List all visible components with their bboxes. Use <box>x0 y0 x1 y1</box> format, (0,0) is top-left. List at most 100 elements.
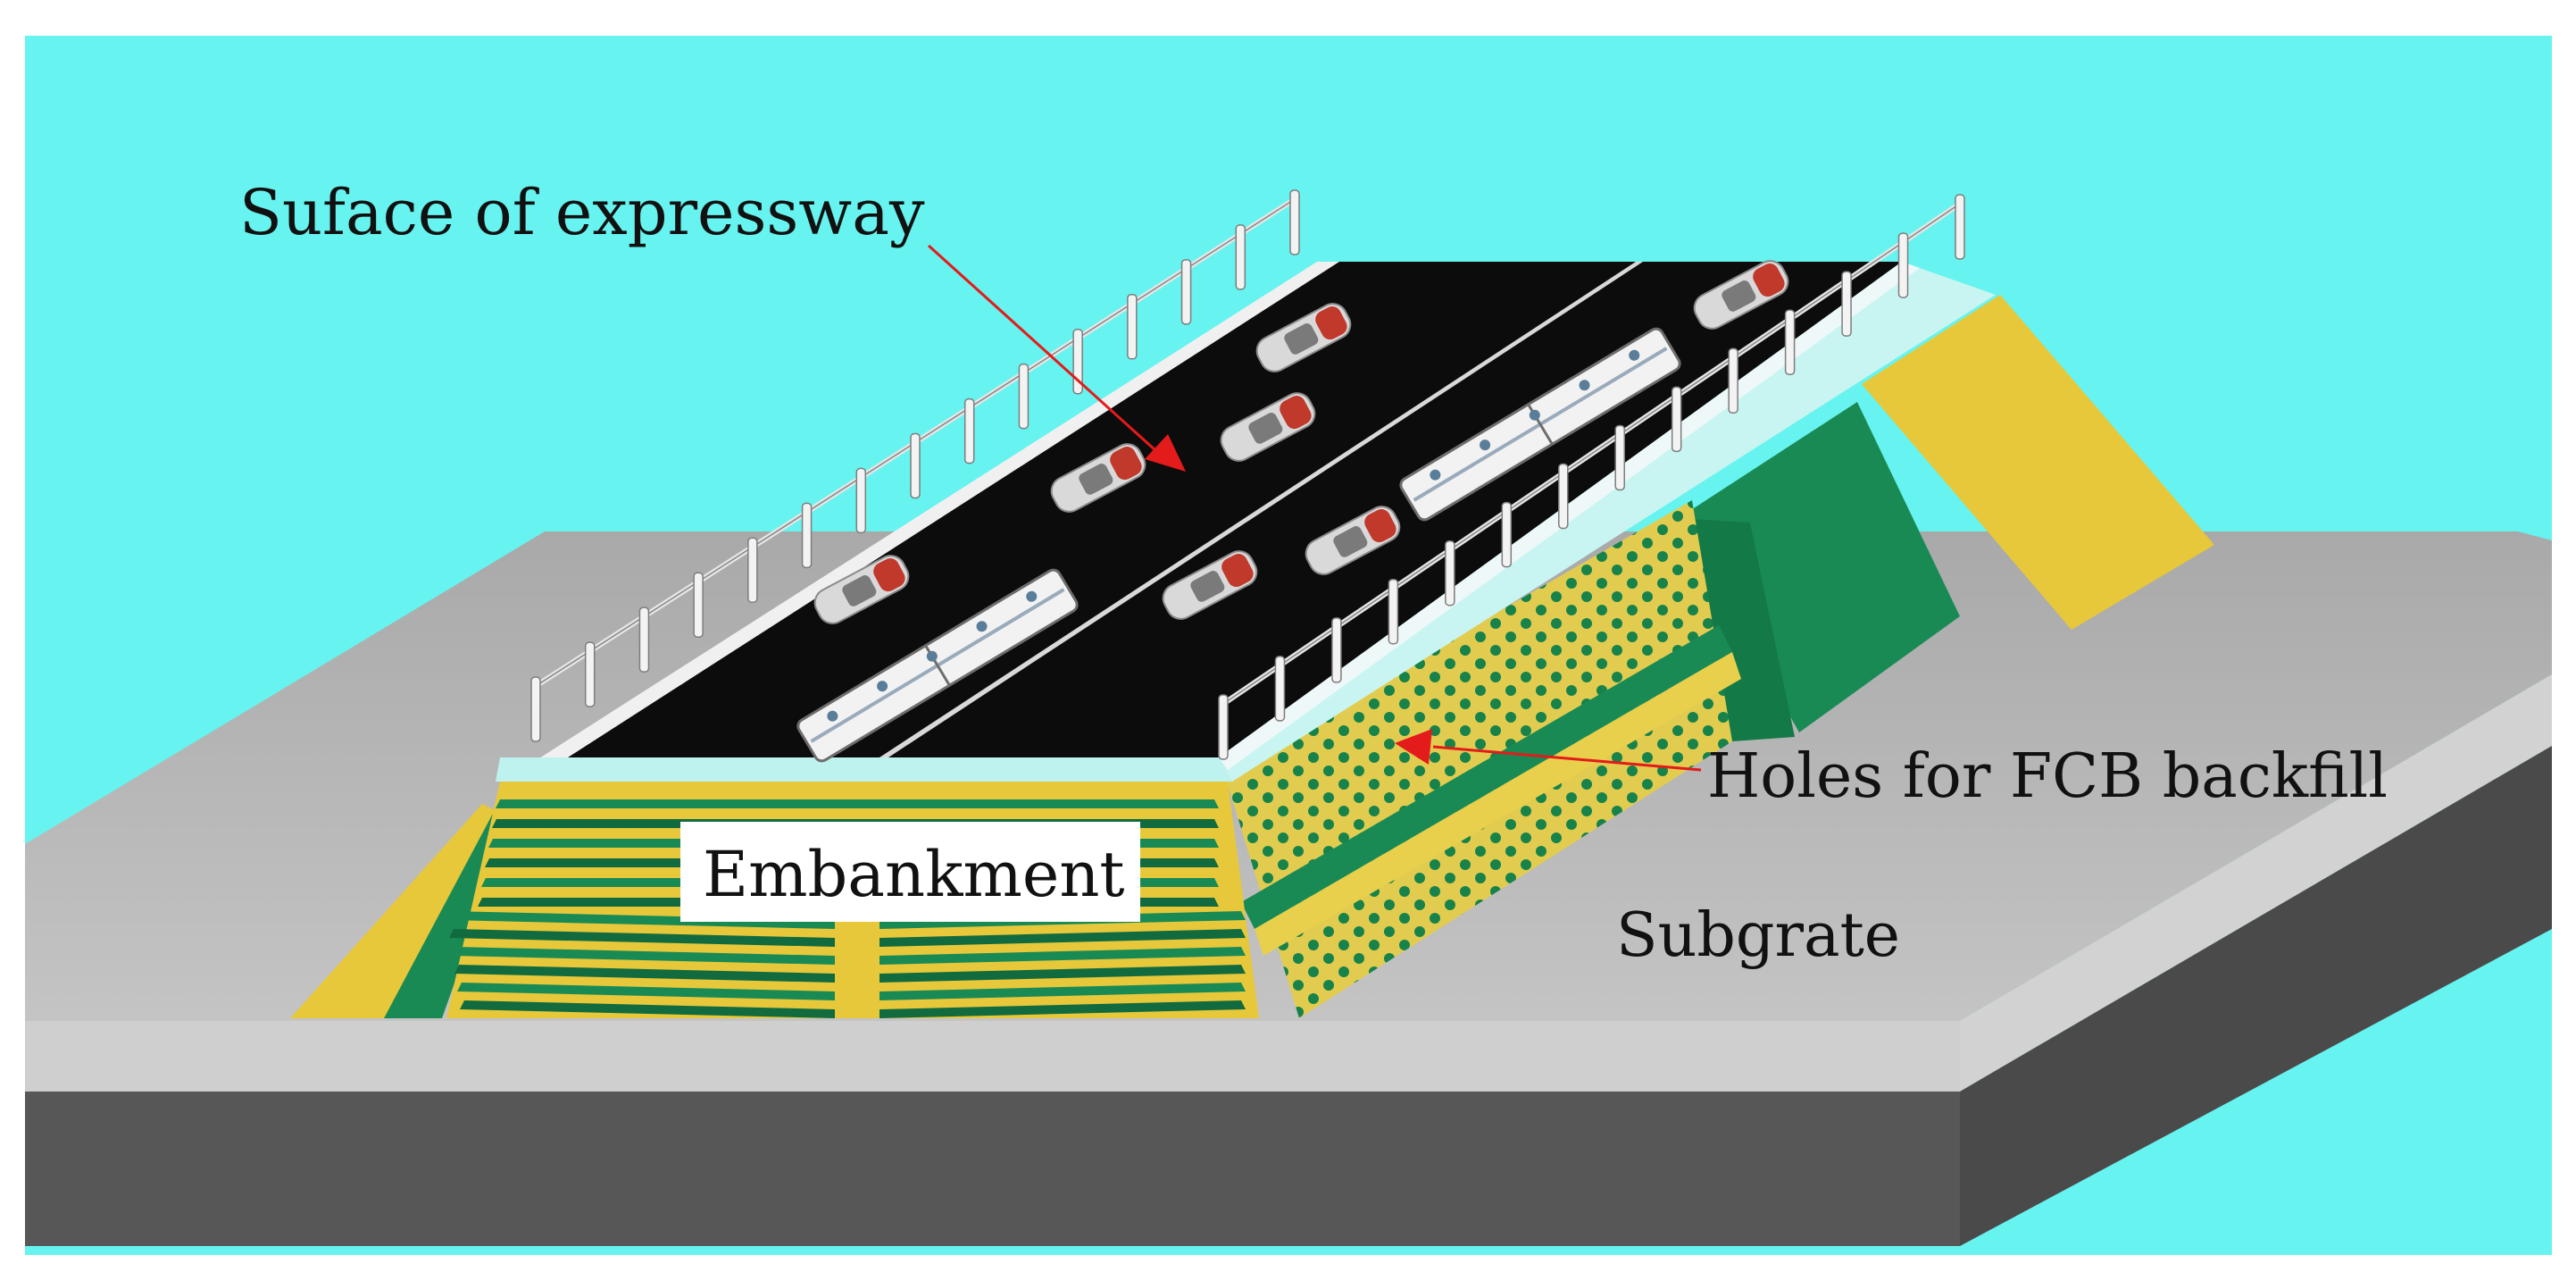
reinforcement-layer-lower-left <box>446 911 835 929</box>
reinforcement-layer-lower-left <box>454 965 835 983</box>
car <box>1255 303 1352 372</box>
right-railing-post <box>1388 579 1399 645</box>
reinforcement-layer-lower-right <box>880 1000 1246 1018</box>
car-windshield <box>1079 464 1113 495</box>
bus-window <box>827 710 838 722</box>
left-railing-post <box>963 397 975 464</box>
left-railing-post <box>1235 224 1246 290</box>
left-railing-post <box>1018 363 1030 430</box>
left-railing-post <box>1127 294 1138 360</box>
right-railing-post <box>1558 463 1569 530</box>
bus-window <box>1480 439 1491 451</box>
far-slope-yellow <box>1862 295 2214 630</box>
car-accent <box>1753 264 1785 297</box>
ground-front-edge <box>25 1021 1960 1092</box>
left-railing-post <box>1289 189 1300 255</box>
label-subgrade: Subgrate <box>1616 900 1900 971</box>
embankment-front-face <box>446 782 1259 1018</box>
reinforcement-layer-lower-left <box>460 1000 835 1018</box>
right-railing-post <box>1671 386 1682 453</box>
left-railing-post <box>584 641 596 707</box>
bus-window <box>1579 380 1590 391</box>
surface-arrow-line <box>927 244 1158 453</box>
left-railing-post <box>910 432 921 499</box>
car <box>1693 260 1789 330</box>
vehicles <box>796 260 1789 763</box>
holes-arrowhead <box>1395 729 1432 765</box>
far-slope-green-back <box>1679 518 1795 741</box>
left-railing-post <box>747 537 758 604</box>
car <box>1305 506 1401 575</box>
far-embankment <box>1679 295 2214 741</box>
left-curb <box>540 262 1339 757</box>
right-railing-post <box>1955 194 1965 260</box>
embankment-label-box <box>680 822 1140 922</box>
right-railing-post <box>1841 271 1852 337</box>
car-windshield <box>1248 413 1283 444</box>
front-deck-edge <box>496 757 1232 782</box>
car-accent <box>1221 554 1254 588</box>
car <box>1220 392 1316 462</box>
car-windshield <box>1333 526 1368 557</box>
car-accent <box>1280 396 1312 430</box>
car-accent <box>873 558 905 592</box>
left-flank-green <box>384 808 513 1018</box>
reinforcement-layer-lower-right <box>880 965 1246 983</box>
left-railing-post <box>638 607 650 673</box>
holes-slope-green-band <box>1241 625 1732 929</box>
bus-window <box>1430 469 1441 481</box>
car-windshield <box>842 575 877 607</box>
bus-window <box>1629 349 1640 361</box>
left-railing-post <box>693 572 704 638</box>
ground-right-edge <box>1960 674 2552 1092</box>
railings <box>530 189 1965 760</box>
reinforcement-layer-lower-right <box>880 929 1246 947</box>
surface-arrowhead <box>1145 434 1186 472</box>
bus-window <box>1026 590 1038 602</box>
car-windshield <box>1722 280 1756 312</box>
right-curb <box>1219 262 1996 782</box>
holes-slope-yellow-band <box>1255 652 1741 956</box>
car <box>813 555 910 624</box>
left-railing-post <box>855 467 867 534</box>
reinforcement-layer-lower-right <box>880 947 1246 965</box>
right-railing-post <box>1897 232 1909 298</box>
right-railing-post <box>1218 694 1229 760</box>
right-railing-top-rail-outline <box>1222 203 1961 705</box>
callout-arrows <box>927 244 1702 772</box>
right-railing-post <box>1445 540 1455 607</box>
left-flank-yellow <box>290 804 500 1018</box>
ground-front-face <box>25 1092 1960 1246</box>
center-gap-fill <box>835 920 880 1018</box>
far-slope-green <box>1679 402 1960 732</box>
label-surface-of-expressway: Suface of expressway <box>239 176 925 249</box>
bus-window <box>976 621 988 632</box>
car-accent <box>1110 447 1142 481</box>
right-railing-post <box>1614 424 1625 491</box>
right-railing-post <box>1331 617 1342 683</box>
bus-window <box>877 681 888 692</box>
car-accent <box>1364 509 1396 543</box>
bus <box>796 568 1079 763</box>
bus-window <box>926 650 938 662</box>
label-holes-for-fcb-backfill: Holes for FCB backfill <box>1707 741 2388 812</box>
car <box>1050 443 1146 513</box>
holes-arrow-line <box>1432 745 1702 772</box>
left-railing-post <box>801 502 813 569</box>
bus-window <box>1529 409 1540 421</box>
left-railing-post <box>1180 259 1192 325</box>
reinforcement-layer-lower-right <box>880 983 1246 1000</box>
right-railing-post <box>1784 309 1796 375</box>
car-windshield <box>1284 323 1319 355</box>
ground-right-face <box>1960 746 2552 1246</box>
reinforcement-layer-upper <box>496 799 1219 808</box>
right-railing-post <box>1274 656 1286 722</box>
right-railing-post <box>1501 501 1513 568</box>
label-embankment: Embankment <box>703 838 1125 911</box>
road-lane-line <box>880 262 1643 757</box>
car <box>1162 550 1258 620</box>
car-windshield <box>1190 571 1225 602</box>
right-railing-post <box>1728 347 1738 414</box>
